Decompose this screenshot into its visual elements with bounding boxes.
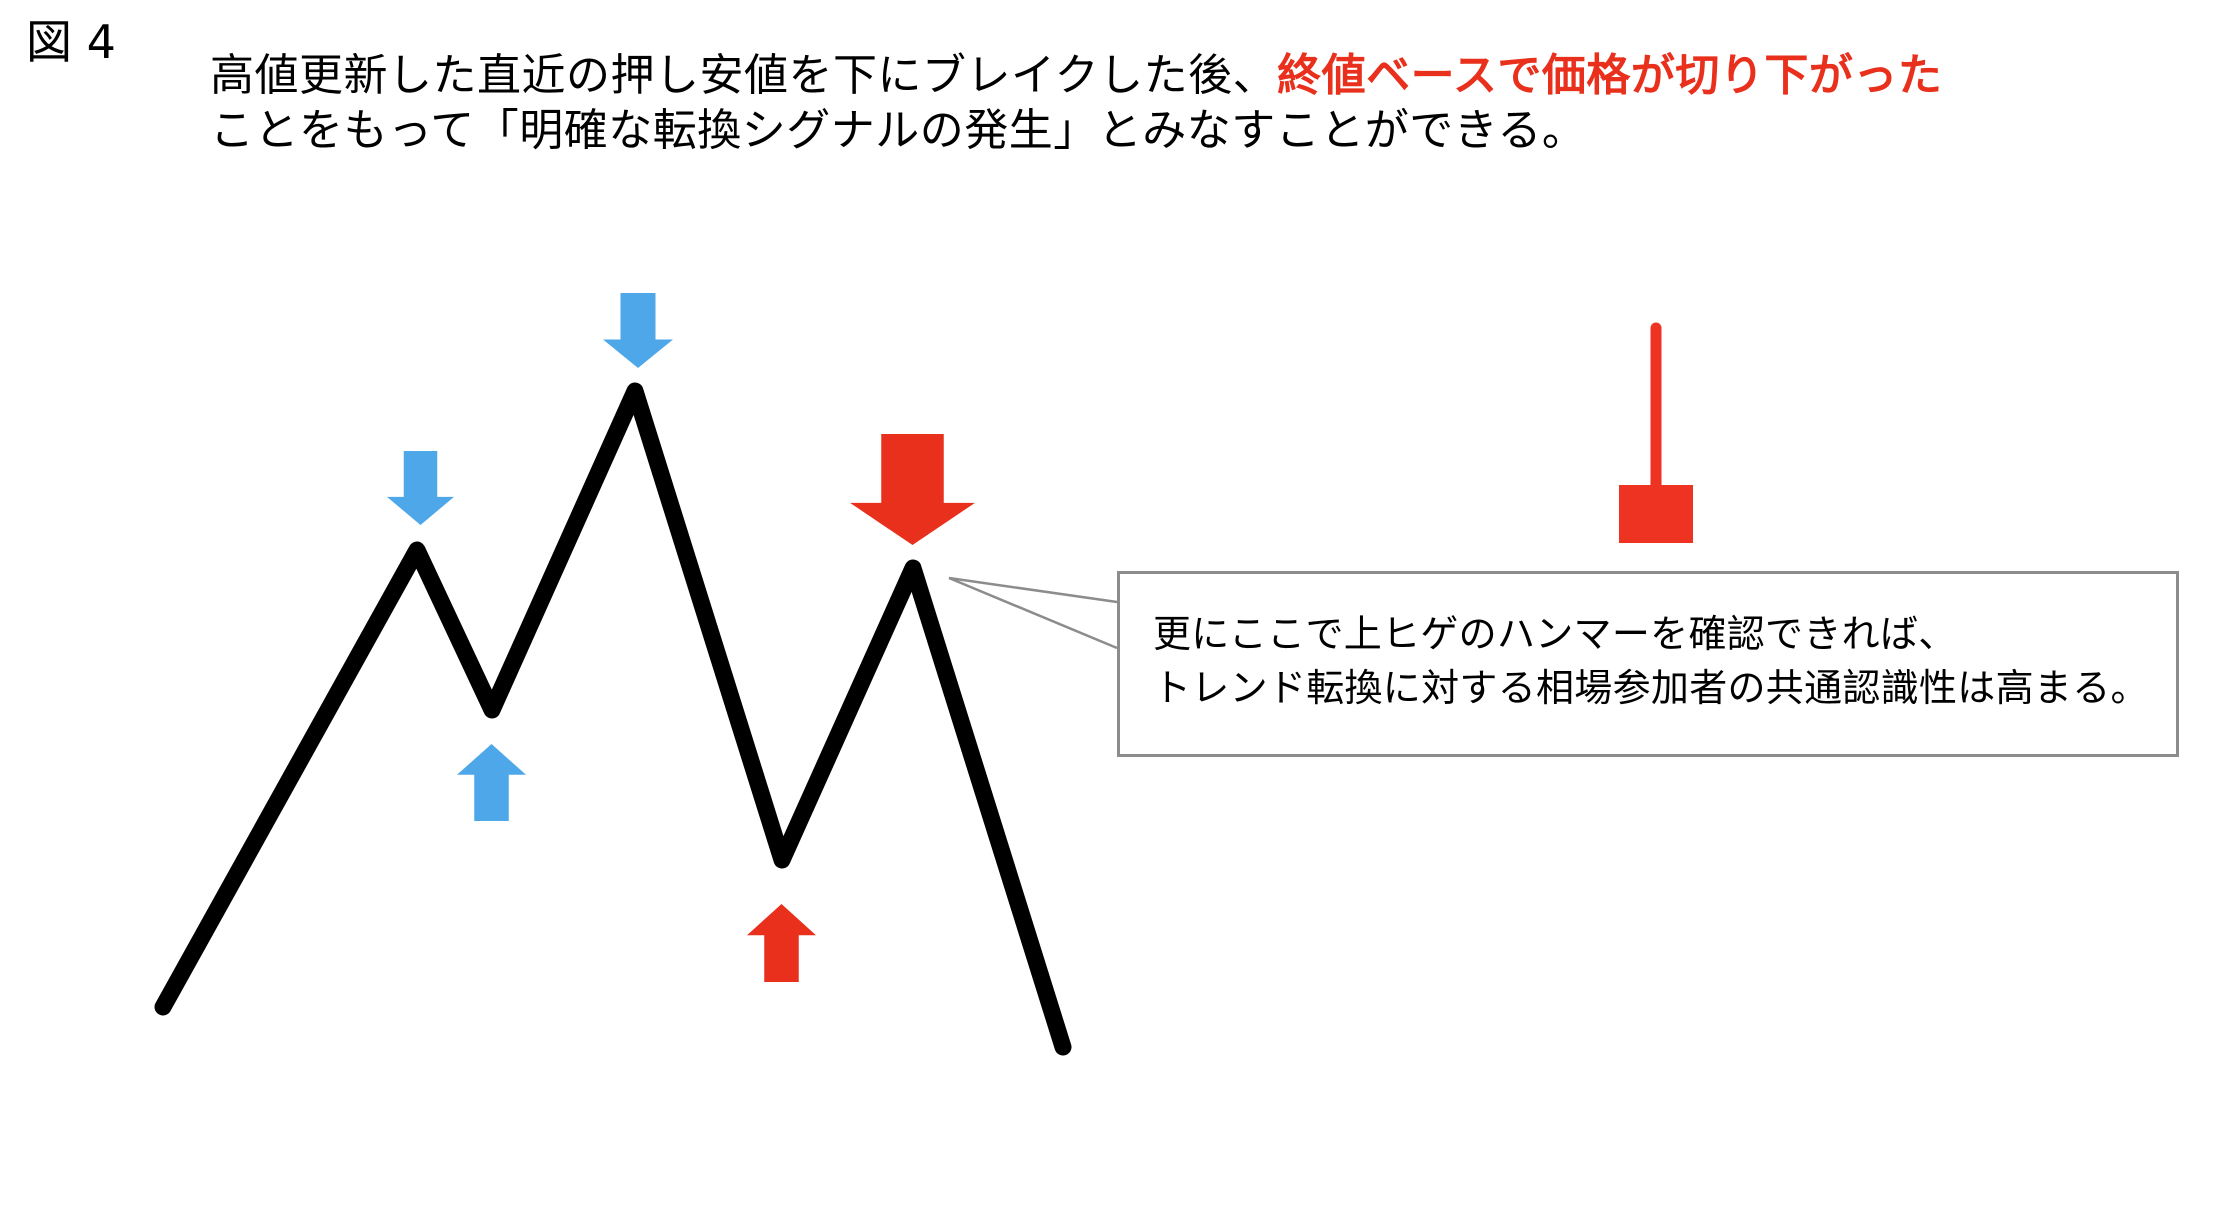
blue-down-arrow-icon-peak-1 bbox=[387, 451, 454, 525]
candle-body bbox=[1619, 485, 1693, 543]
callout-box bbox=[1117, 571, 2179, 757]
hammer-candlestick-icon bbox=[1619, 322, 1693, 543]
callout-leader-line-upper bbox=[948, 576, 1118, 604]
callout-line-2: トレンド転換に対する相場参加者の共通認識性は高まる。 bbox=[1153, 665, 2149, 710]
callout-line-1: 更にここで上ヒゲのハンマーを確認できれば、 bbox=[1153, 612, 1957, 656]
blue-down-arrow-icon-peak-2 bbox=[603, 293, 673, 368]
blue-up-arrow-icon-trough-1 bbox=[457, 744, 526, 821]
caption-block: 高値更新した直近の押し安値を下にブレイクした後、終値ベースで価格が切り下がった … bbox=[210, 48, 2090, 159]
caption-line-2: ことをもって「明確な転換シグナルの発生」とみなすことができる。 bbox=[210, 105, 1587, 157]
callout-text-block: 更にここで上ヒゲのハンマーを確認できれば、 トレンド転換に対する相場参加者の共通… bbox=[1153, 608, 2163, 716]
callout-leader-line-lower bbox=[948, 576, 1118, 650]
red-up-arrow-icon-trough-2 bbox=[747, 904, 816, 982]
callout-leader-lines bbox=[948, 576, 1118, 650]
price-zigzag-line bbox=[154, 382, 1072, 1056]
red-down-arrow-icon-peak-3 bbox=[850, 434, 975, 545]
caption-line-1: 高値更新した直近の押し安値を下にブレイクした後、終値ベースで価格が切り下がった bbox=[210, 48, 2090, 103]
figure-label: 図 4 bbox=[26, 15, 116, 69]
caption-emphasis: 終値ベースで価格が切り下がった bbox=[1277, 50, 1943, 101]
caption-line-1-plain: 高値更新した直近の押し安値を下にブレイクした後、 bbox=[210, 50, 1278, 101]
